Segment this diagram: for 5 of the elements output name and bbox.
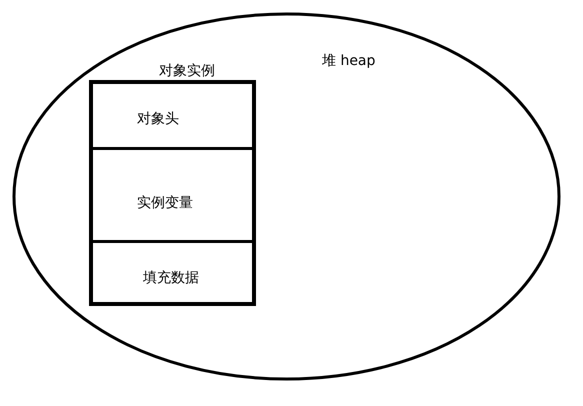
object-heading: 对象实例 bbox=[159, 62, 215, 80]
heap-label: 堆 heap bbox=[322, 52, 376, 70]
memory-section: 填充数据 bbox=[93, 240, 254, 304]
memory-section: 对象头 bbox=[93, 84, 254, 147]
memory-section: 实例变量 bbox=[93, 147, 254, 240]
